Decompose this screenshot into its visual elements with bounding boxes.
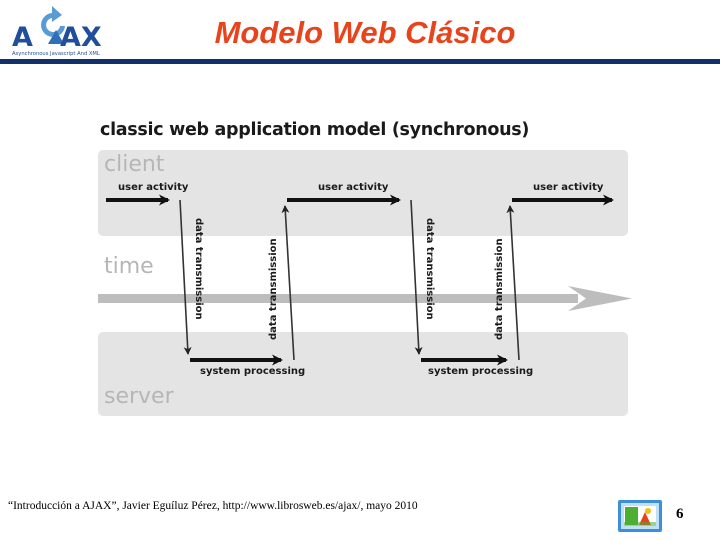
client-activity-label-1: user activity — [118, 182, 189, 193]
diagram-caption: classic web application model (synchrono… — [100, 120, 530, 140]
page-number: 6 — [676, 506, 684, 522]
lane-label-client: client — [104, 152, 165, 177]
transmission-label-1: data transmission — [193, 218, 204, 320]
transmission-label-4: data transmission — [494, 238, 505, 340]
lane-band-server — [98, 332, 628, 416]
classic-web-model-diagram: classic web application model (synchrono… — [0, 66, 720, 446]
ajax-tagline: Asynchronous Javascript And XML — [12, 51, 100, 57]
transmission-line-1 — [179, 199, 192, 355]
media-thumbnail-icon — [618, 500, 662, 532]
refresh-arrow-up-icon — [48, 30, 64, 44]
ajax-logo: A AX Asynchronous Javascript And XML — [8, 4, 120, 58]
ajax-wordmark-ax: AX — [60, 22, 102, 53]
transmission-line-4 — [506, 205, 520, 361]
ajax-wordmark: A — [12, 22, 33, 53]
lane-label-server: server — [104, 384, 174, 409]
slide-header: A AX Asynchronous Javascript And XML Mod… — [0, 0, 720, 66]
transmission-label-3: data transmission — [424, 218, 435, 320]
time-axis-arrow-icon — [98, 286, 632, 311]
page-title: Modelo Web Clásico — [214, 15, 516, 50]
server-processing-label-1: system processing — [200, 366, 306, 377]
title-divider — [0, 59, 720, 64]
transmission-line-2 — [281, 205, 295, 361]
server-processing-label-2: system processing — [428, 366, 534, 377]
ajax-logo-svg: A AX Asynchronous Javascript And XML — [12, 6, 102, 57]
transmission-label-2: data transmission — [268, 238, 279, 340]
lane-label-time: time — [104, 254, 154, 279]
lane-band-client — [98, 150, 628, 236]
diagram-flow-lines — [106, 194, 614, 366]
refresh-arrow-head-icon — [52, 6, 62, 22]
refresh-arrow-icon — [41, 12, 65, 37]
transmission-line-3 — [410, 199, 423, 355]
client-activity-label-3: user activity — [533, 182, 604, 193]
footer-citation: “Introducción a AJAX”, Javier Eguíluz Pé… — [8, 500, 418, 512]
client-activity-label-2: user activity — [318, 182, 389, 193]
